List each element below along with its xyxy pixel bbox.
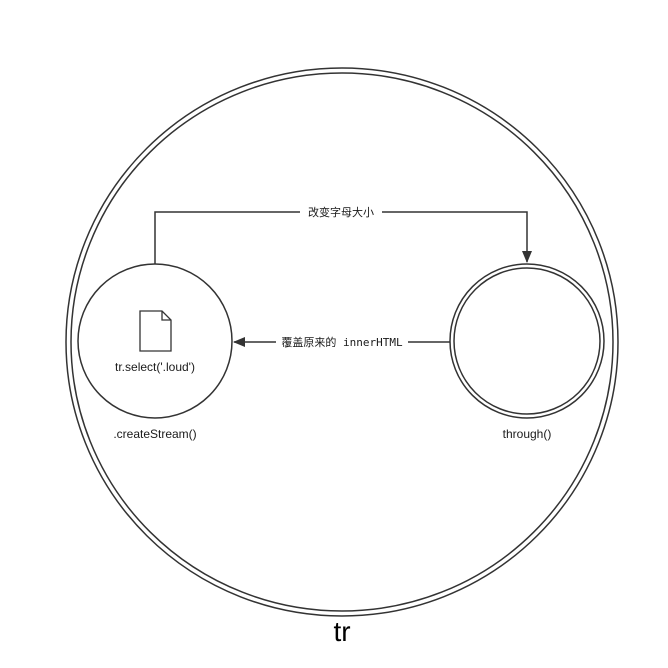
edge-top-label: 改变字母大小 — [308, 205, 374, 219]
edge-middle-label-bg — [276, 333, 408, 351]
node-through-caption: through() — [503, 427, 552, 441]
node-create-stream-caption: .createStream() — [113, 427, 196, 441]
container-outer-ring — [65, 67, 619, 617]
node-create-stream: tr.select('.loud') — [77, 263, 233, 419]
edge-middle-label: 覆盖原来的 innerHTML — [281, 335, 403, 349]
node-through — [449, 263, 605, 419]
edge-top: 改变字母大小 — [154, 203, 532, 264]
container-inner-ring — [70, 72, 614, 612]
node-through-outer-ring — [449, 263, 605, 419]
node-create-stream-inner-label: tr.select('.loud') — [115, 360, 195, 374]
document-icon — [139, 310, 172, 352]
edge-top-label-bg — [300, 203, 382, 221]
container-tr — [65, 67, 619, 617]
node-through-inner-ring — [453, 267, 601, 415]
edge-middle: 覆盖原来的 innerHTML — [233, 333, 450, 351]
container-tr-label: tr — [333, 616, 350, 647]
